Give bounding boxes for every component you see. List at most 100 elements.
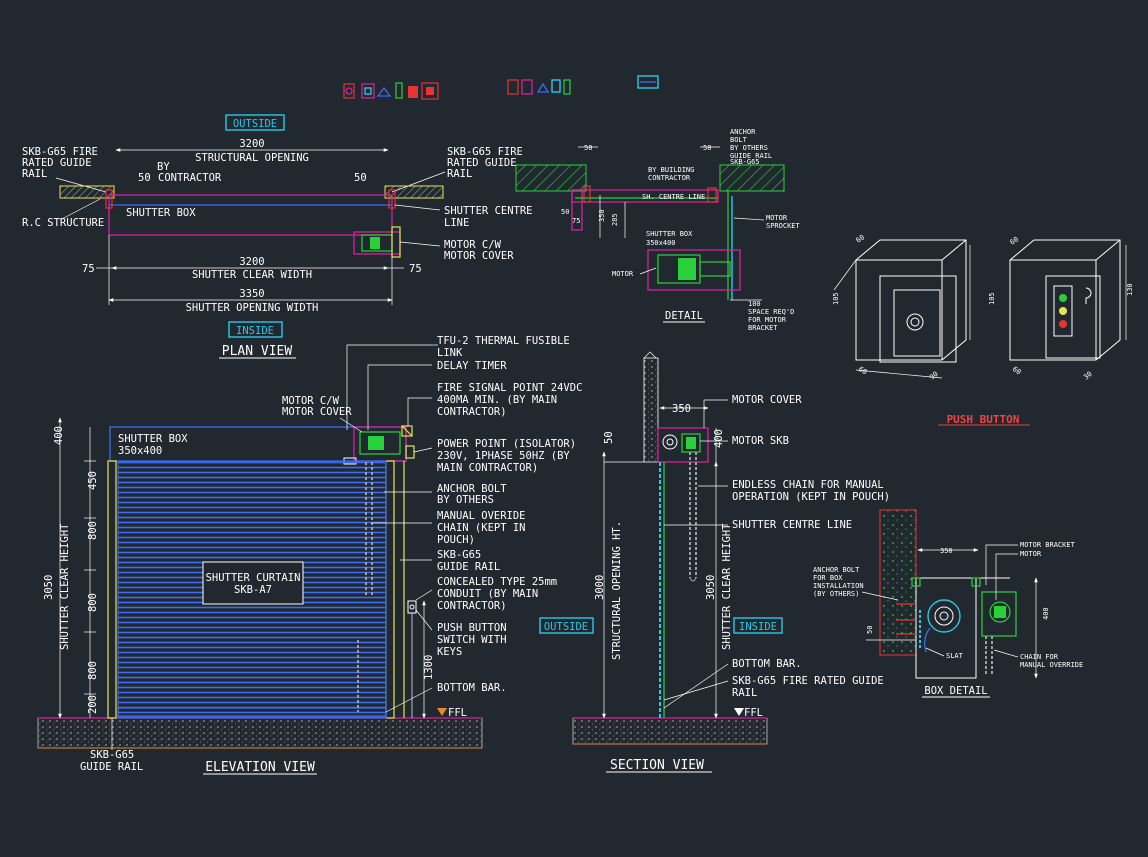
push-dim_105b-label: 105 — [988, 292, 996, 305]
detail-dim_285-label: 285 — [611, 213, 619, 226]
plan-guide_rail_right_2-label: RATED GUIDE — [447, 157, 517, 169]
elevation-callouts-0-label: TFU-2 THERMAL FUSIBLE — [437, 335, 570, 347]
section-tag_outside-label: OUTSIDE — [544, 621, 588, 633]
boxdetail-dim_350-label: 350 — [940, 547, 953, 555]
push-dim_105a-label: 105 — [832, 292, 840, 305]
elevation-dim_450-label: 450 — [87, 471, 99, 490]
elevation-callouts-8-label: MAIN CONTRACTOR) — [437, 462, 538, 474]
section-tag_inside-label: INSIDE — [739, 621, 777, 633]
elevation-view: SHUTTER BOX 350x400 MOTOR C/W MOTOR COVE… — [37, 335, 582, 775]
detail-dim_50a-label: 50 — [584, 144, 592, 152]
detail-motor_sprocket_2-label: SPROCKET — [766, 222, 801, 230]
plan-guide_rail_left_3-label: RAIL — [22, 168, 47, 180]
section-dim_50-label: 50 — [603, 431, 615, 444]
elevation-callouts-2-label: DELAY TIMER — [437, 360, 507, 372]
push-button-view: 60 105 60 90 60 105 130 60 30 PUSH BUTTO… — [832, 233, 1134, 426]
plan-guide_rail_right_1-label: SKB-G65 FIRE — [447, 146, 523, 158]
detail-dim_350-label: 350 — [598, 209, 606, 222]
section-callouts-1-label: MOTOR SKB — [732, 435, 789, 447]
detail-space_3-label: FOR MOTOR — [748, 316, 787, 324]
push-dim_60c-label: 60 — [1009, 235, 1021, 246]
elevation-callouts-10-label: BY OTHERS — [437, 494, 494, 506]
detail-anchor_2-label: BOLT — [730, 136, 748, 144]
elevation-callouts-13-label: POUCH) — [437, 534, 475, 546]
section-ffl-label: FFL — [744, 707, 763, 719]
plan-view: OUTSIDE 3200 STRUCTURAL OPENING BY 50 CO… — [22, 114, 533, 359]
detail-dim_50c-label: 50 — [561, 208, 569, 216]
plan-structural-opening: STRUCTURAL OPENING — [195, 152, 309, 164]
boxdetail-anchor_4-label: (BY OTHERS) — [813, 590, 859, 598]
plan-dim_3200_clear-label: 3200 — [239, 256, 264, 268]
elevation-callouts-20-label: SWITCH WITH — [437, 634, 507, 646]
detail-dim_75-label: 75 — [572, 217, 580, 225]
boxdetail-anchor_1-label: ANCHOR BOLT — [813, 566, 860, 574]
legend-icons-right — [637, 75, 659, 89]
elevation-callouts-4-label: 400MA MIN. (BY MAIN — [437, 394, 557, 406]
detail-anchor_3-label: BY OTHERS — [730, 144, 768, 152]
detail-dim_50b-label: 50 — [703, 144, 711, 152]
detail-view: ANCHOR BOLT BY OTHERS GUIDE RAIL SKB-G65… — [515, 128, 801, 332]
plan-rc_structure-label: R.C STRUCTURE — [22, 217, 104, 229]
elevation-dim_800c-label: 800 — [87, 661, 99, 680]
plan-shutter_box-label: SHUTTER BOX — [126, 207, 196, 219]
elevation-callouts-6-label: POWER POINT (ISOLATOR) — [437, 438, 576, 450]
elevation-callouts-21-label: KEYS — [437, 646, 462, 658]
detail-anchor_1-label: ANCHOR — [730, 128, 756, 136]
detail-by_building_2-label: CONTRACTOR — [648, 174, 691, 182]
plan-guide_rail_left_1-label: SKB-G65 FIRE — [22, 146, 98, 158]
plan-dim_75_left-label: 75 — [82, 263, 95, 275]
boxdetail-motor-label: MOTOR — [1020, 550, 1042, 558]
detail-sh_centre-label: SH. CENTRE LINE — [642, 193, 705, 201]
plan-clear_width-label: SHUTTER CLEAR WIDTH — [192, 269, 312, 281]
section-callouts-7-label: RAIL — [732, 687, 757, 699]
boxdetail-dim_400-label: 400 — [1042, 607, 1050, 620]
elevation-callouts-16-label: CONCEALED TYPE 25mm — [437, 576, 557, 588]
plan-guide_rail_right_3-label: RAIL — [447, 168, 472, 180]
elevation-callouts-5-label: CONTRACTOR) — [437, 406, 507, 418]
plan-centre_line_2-label: LINE — [444, 217, 469, 229]
plan-motor_2-label: MOTOR COVER — [444, 250, 514, 262]
section-view: 350 50 400 3000 STRUCTURAL OPENING HT. 3… — [539, 351, 890, 773]
boxdetail-dim_50-label: 50 — [866, 626, 874, 634]
elevation-clear_height-label: SHUTTER CLEAR HEIGHT — [59, 523, 71, 650]
detail-space_4-label: BRACKET — [748, 324, 778, 332]
elevation-callouts-3-label: FIRE SIGNAL POINT 24VDC — [437, 382, 582, 394]
elevation-dim_3050-label: 3050 — [43, 575, 55, 600]
elevation-box_2-label: 350x400 — [118, 445, 162, 457]
plan-tag-outside — [225, 114, 285, 131]
elevation-dim_800a-label: 800 — [87, 521, 99, 540]
elevation-dim_800b-label: 800 — [87, 593, 99, 612]
detail-guide_1-label: GUIDE RAIL — [730, 152, 772, 160]
plan-dim-3200: 3200 — [239, 138, 264, 150]
plan-tag-inside — [228, 321, 283, 338]
boxdetail-bracket-label: MOTOR BRACKET — [1020, 541, 1076, 549]
detail-box_2-label: 350x400 — [646, 239, 676, 247]
section-clear_height-label: SHUTTER CLEAR HEIGHT — [721, 523, 733, 650]
elevation-callouts-1-label: LINK — [437, 347, 463, 359]
plan-motor_1-label: MOTOR C/W — [444, 239, 502, 251]
section-dim_3000-label: 3000 — [594, 575, 606, 600]
detail-by_building_1-label: BY BUILDING — [648, 166, 694, 174]
section-dim_400-label: 400 — [713, 429, 725, 448]
elevation-callouts-19-label: PUSH BUTTON — [437, 622, 507, 634]
elevation-callouts-22-label: BOTTOM BAR. — [437, 682, 507, 694]
boxdetail-anchor_2-label: FOR BOX — [813, 574, 843, 582]
boxdetail-slat-label: SLAT — [946, 652, 964, 660]
plan-opening_width-label: SHUTTER OPENING WIDTH — [186, 302, 319, 314]
section-callouts-5-label: BOTTOM BAR. — [732, 658, 802, 670]
elevation-dim_400-label: 400 — [53, 426, 65, 445]
detail-guide_2-label: SKB-G65 — [730, 158, 760, 166]
boxdetail-chain_2-label: MANUAL OVERRIDE — [1020, 661, 1083, 669]
plan-dim-50-right: 50 — [354, 172, 367, 184]
elevation-callouts-12-label: CHAIN (KEPT IN — [437, 522, 526, 534]
legend-icons-middle — [507, 79, 571, 95]
detail-space_1-label: 100 — [748, 300, 761, 308]
push-dim_60d-label: 60 — [1011, 365, 1023, 376]
elevation-curtain_2-label: SKB-A7 — [234, 584, 272, 596]
detail-space_2-label: SPACE REQ'D — [748, 308, 794, 316]
elevation-dim_200-label: 200 — [87, 695, 99, 714]
elevation-callouts-11-label: MANUAL OVERIDE — [437, 510, 526, 522]
section-dim_350-label: 350 — [672, 403, 691, 415]
section-structural_ht-label: STRUCTURAL OPENING HT. — [611, 521, 623, 660]
